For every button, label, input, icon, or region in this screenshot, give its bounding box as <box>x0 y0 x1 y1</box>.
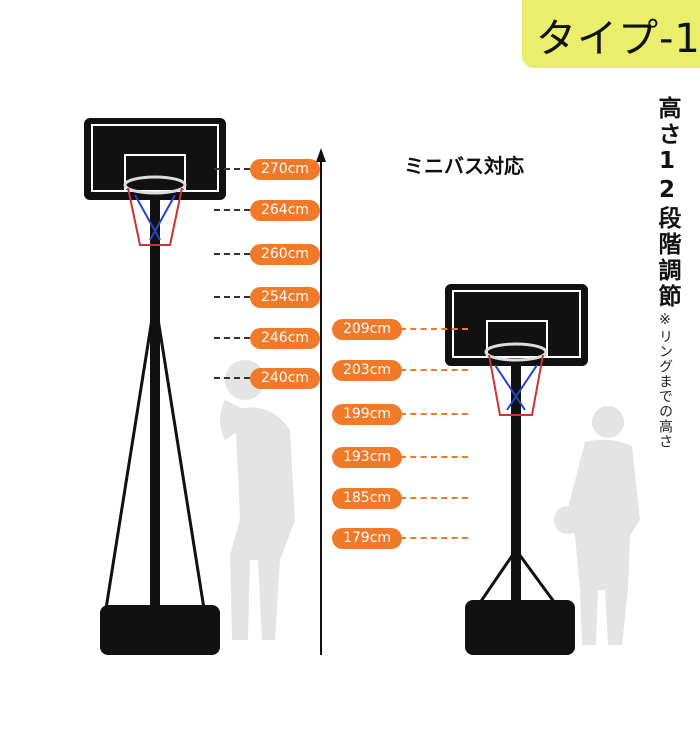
height-label-right: 193cm <box>332 447 402 468</box>
hoop-right <box>445 284 588 655</box>
height-label-right: 179cm <box>332 528 402 549</box>
height-guide-line <box>214 337 250 339</box>
height-arrow <box>316 148 326 655</box>
height-guide-line <box>400 369 468 371</box>
height-label-left: 270cm <box>250 159 320 180</box>
height-label-right: 203cm <box>332 360 402 381</box>
type-badge-label: タイプ-1 <box>536 16 700 62</box>
height-guide-line <box>214 168 250 170</box>
player-silhouette-left <box>220 360 295 640</box>
height-guide-line <box>400 328 468 330</box>
mini-basketball-label: ミニバス対応 <box>404 154 524 178</box>
height-note: ※リングまでの高さ <box>657 312 673 449</box>
height-guide-line <box>214 253 250 255</box>
player-silhouette-right <box>554 406 640 645</box>
height-adjust-title: 高さ12段階調節 <box>654 96 680 310</box>
height-label-left: 260cm <box>250 244 320 265</box>
hoop-left <box>84 118 226 655</box>
height-guide-line <box>400 456 468 458</box>
height-label-right: 209cm <box>332 319 402 340</box>
height-guide-line <box>214 296 250 298</box>
height-label-left: 246cm <box>250 328 320 349</box>
type-badge: タイプ-1 <box>522 0 700 68</box>
height-guide-line <box>214 209 250 211</box>
height-guide-line <box>214 377 250 379</box>
height-label-left: 254cm <box>250 287 320 308</box>
height-label-left: 240cm <box>250 368 320 389</box>
height-guide-line <box>400 413 468 415</box>
height-label-right: 185cm <box>332 488 402 509</box>
height-label-right: 199cm <box>332 404 402 425</box>
height-guide-line <box>400 497 468 499</box>
height-label-left: 264cm <box>250 200 320 221</box>
height-guide-line <box>400 537 468 539</box>
